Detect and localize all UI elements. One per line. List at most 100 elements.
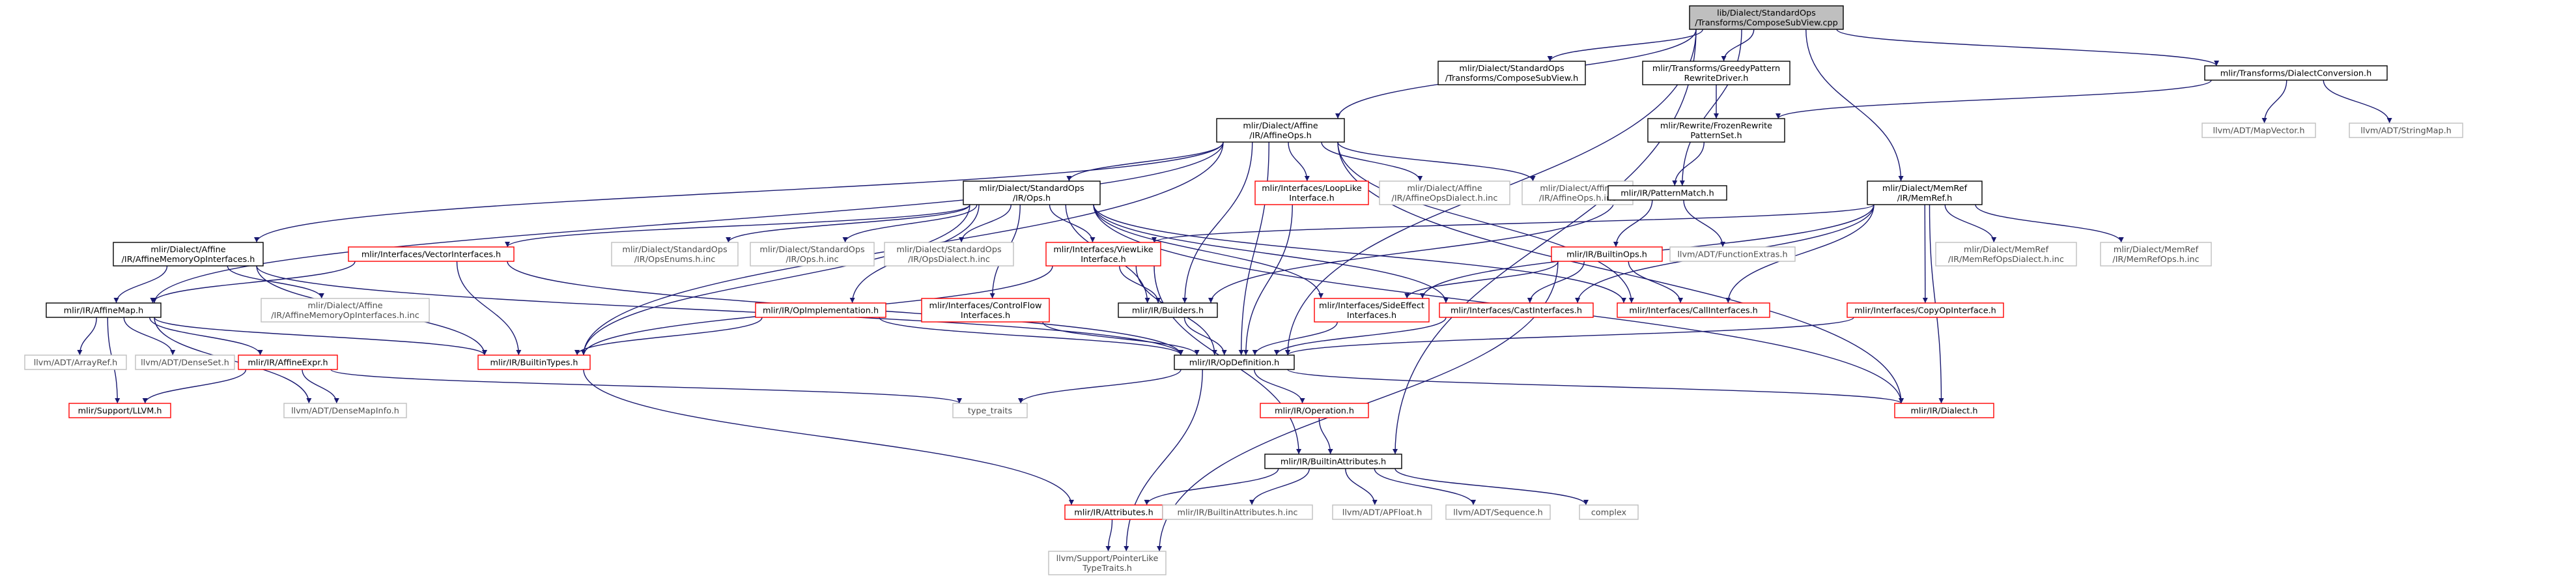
node-label: /IR/AffineOps.h.inc [1539, 194, 1616, 203]
node-patmatch[interactable]: mlir/IR/PatternMatch.h [1607, 185, 1727, 201]
node-box [1216, 118, 1345, 143]
node-box [1162, 504, 1313, 520]
edge-affineops-to-builders [1182, 141, 1253, 304]
node-label: /IR/AffineMemoryOpInterfaces.h [122, 255, 255, 265]
edge-patmatch-to-builtinops [1613, 199, 1653, 248]
node-memref[interactable]: mlir/Dialect/MemRef/IR/MemRef.h [1867, 181, 1983, 205]
edge-attributes-to-ptrlike [1105, 519, 1113, 552]
node-label: complex [1591, 508, 1627, 518]
node-builtinattrs[interactable]: mlir/IR/BuiltinAttributes.h [1264, 454, 1402, 469]
node-callif[interactable]: mlir/Interfaces/CallInterfaces.h [1617, 302, 1770, 318]
node-llvmh[interactable]: mlir/Support/LLVM.h [68, 403, 171, 418]
node-label: Interface.h [1289, 194, 1334, 203]
node-label: mlir/Interfaces/CopyOpInterface.h [1854, 306, 1996, 316]
node-stdops[interactable]: mlir/Dialect/StandardOps/IR/Ops.h [963, 181, 1101, 205]
edge-builtinattrs-to-apfloat [1345, 468, 1378, 506]
node-label: /IR/OpsEnums.h.inc [634, 255, 716, 265]
edge-layer [77, 29, 2392, 552]
node-label: mlir/Dialect/StandardOps [622, 245, 728, 255]
node-castif[interactable]: mlir/Interfaces/CastInterfaces.h [1439, 302, 1594, 318]
node-box [963, 181, 1101, 205]
node-affmemif[interactable]: mlir/Dialect/Affine/IR/AffineMemoryOpInt… [113, 242, 264, 267]
node-label: mlir/Dialect/MemRef [1964, 245, 2049, 255]
node-root[interactable]: lib/Dialect/StandardOps/Transforms/Compo… [1689, 5, 1844, 30]
node-opimpl[interactable]: mlir/IR/OpImplementation.h [755, 302, 886, 318]
node-box [283, 403, 407, 418]
node-opsinc: mlir/Dialect/StandardOps/IR/Ops.h.inc [750, 242, 875, 267]
node-box [348, 246, 515, 262]
node-label: /Transforms/ComposeSubView.h [1445, 74, 1578, 83]
node-label: mlir/Interfaces/CastInterfaces.h [1451, 306, 1582, 316]
edge-patmatch-to-builders [1208, 199, 1615, 304]
node-densemapinfo: llvm/ADT/DenseMapInfo.h [283, 403, 407, 418]
node-memrefdialinc: mlir/Dialect/MemRef/IR/MemRefOpsDialect.… [1935, 242, 2077, 267]
edge-operation-to-builtinattrs [1318, 417, 1333, 455]
node-box [1045, 242, 1161, 267]
node-label: mlir/IR/BuiltinTypes.h [490, 358, 578, 368]
node-label: mlir/Rewrite/FrozenRewrite [1660, 121, 1772, 131]
node-label: /Transforms/ComposeSubView.cpp [1695, 18, 1838, 28]
node-affineops[interactable]: mlir/Dialect/Affine/IR/AffineOps.h [1216, 118, 1345, 143]
edge-copyif-to-opdef [1285, 317, 1854, 356]
node-affinemap[interactable]: mlir/IR/AffineMap.h [46, 302, 162, 318]
node-box [1617, 302, 1770, 318]
node-vecif[interactable]: mlir/Interfaces/VectorInterfaces.h [348, 246, 515, 262]
node-affexpr[interactable]: mlir/IR/AffineExpr.h [238, 354, 338, 370]
node-builders[interactable]: mlir/IR/Builders.h [1118, 302, 1218, 318]
edge-opimpl-to-opdef [879, 317, 1183, 356]
edge-stdops-to-castif [1093, 204, 1449, 304]
edge-affexpr-to-typetraits [330, 369, 962, 404]
edge-builtinattrs-to-complex [1394, 468, 1589, 506]
node-label: /IR/OpsDialect.h.inc [908, 255, 990, 265]
edge-affineops-to-callif [1337, 141, 1634, 304]
node-affmemifinc: mlir/Dialect/Affine/IR/AffineMemoryOpInt… [261, 298, 430, 323]
node-label: lib/Dialect/StandardOps [1717, 8, 1816, 18]
node-dialect[interactable]: mlir/IR/Dialect.h [1894, 403, 1994, 418]
node-compose-h[interactable]: mlir/Dialect/StandardOps/Transforms/Comp… [1437, 61, 1586, 85]
node-label: mlir/Dialect/StandardOps [896, 245, 1002, 255]
node-complex: complex [1579, 504, 1639, 520]
node-label: mlir/Transforms/GreedyPattern [1652, 64, 1780, 74]
node-label: TypeTraits.h [1082, 564, 1132, 573]
edge-affineops-to-affmemif [254, 141, 1224, 243]
node-attributes[interactable]: mlir/IR/Attributes.h [1064, 504, 1163, 520]
node-builtinops[interactable]: mlir/IR/BuiltinOps.h [1551, 246, 1663, 262]
node-label: /IR/AffineMemoryOpInterfaces.h.inc [271, 311, 419, 321]
node-label: mlir/Support/LLVM.h [78, 407, 162, 416]
edge-stdops-to-opsenums [726, 204, 970, 243]
node-label: /IR/AffineOps.h [1249, 131, 1311, 141]
node-label: llvm/ADT/DenseSet.h [141, 358, 229, 368]
edge-root-to-patmatch [1679, 29, 1742, 186]
node-operation[interactable]: mlir/IR/Operation.h [1260, 403, 1369, 418]
edge-opdef-to-typetraits [1018, 369, 1182, 404]
edge-stdops-to-vecif [505, 204, 970, 248]
node-box [1445, 504, 1551, 520]
edge-affineops-to-dialect [1337, 141, 1904, 404]
edge-vecif-to-affinemap [150, 261, 356, 304]
node-arrayref: llvm/ADT/ArrayRef.h [24, 354, 127, 370]
edge-affineops-to-looplike [1288, 141, 1310, 182]
node-stringmap: llvm/ADT/StringMap.h [2349, 123, 2463, 138]
node-box [68, 403, 171, 418]
node-label: mlir/IR/BuiltinAttributes.h.inc [1178, 508, 1298, 518]
edge-stdops-to-opsdialinc [959, 204, 1012, 243]
node-label: Interface.h [1081, 255, 1125, 265]
node-opsenums: mlir/Dialect/StandardOps/IR/OpsEnums.h.i… [611, 242, 739, 267]
node-copyif[interactable]: mlir/Interfaces/CopyOpInterface.h [1847, 302, 2004, 318]
node-label: /IR/Ops.h [1013, 194, 1051, 203]
node-greedy[interactable]: mlir/Transforms/GreedyPatternRewriteDriv… [1642, 61, 1790, 85]
edge-builders-to-opdef [1183, 317, 1227, 356]
node-box [1254, 181, 1369, 205]
node-opdef[interactable]: mlir/IR/OpDefinition.h [1174, 354, 1295, 370]
node-label: mlir/Dialect/Affine [1540, 184, 1615, 194]
node-label: mlir/Dialect/StandardOps [979, 184, 1084, 194]
node-dialconv[interactable]: mlir/Transforms/DialectConversion.h [2204, 65, 2388, 81]
node-builtintypes[interactable]: mlir/IR/BuiltinTypes.h [477, 354, 591, 370]
node-label: mlir/Dialect/Affine [150, 245, 225, 255]
node-box [1551, 246, 1663, 262]
